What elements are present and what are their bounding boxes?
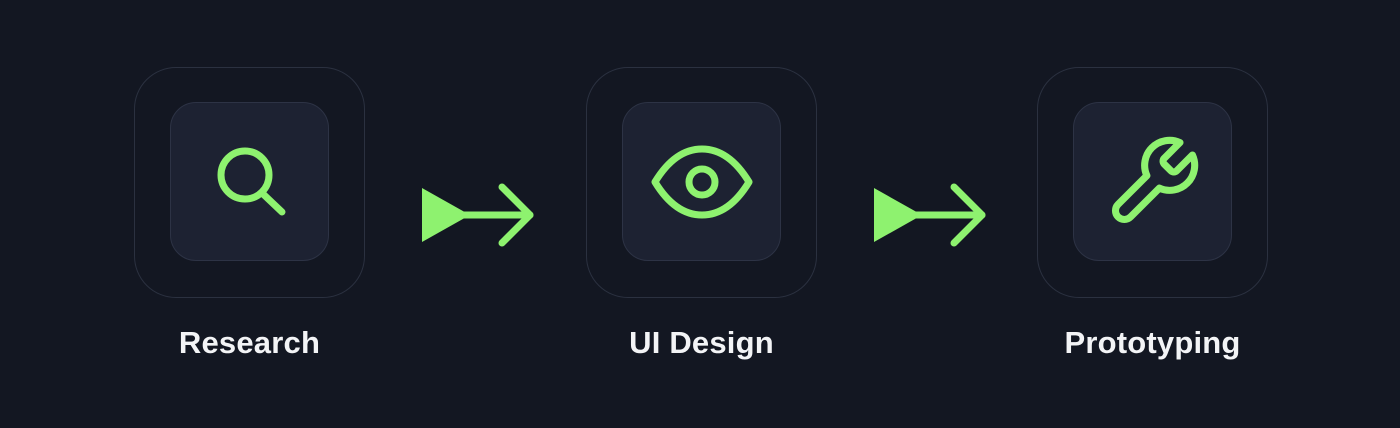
- step-label: Research: [178, 325, 321, 360]
- step-icon-tile: [170, 102, 329, 261]
- step-label: Prototyping: [1064, 325, 1241, 360]
- step-label: UI Design: [629, 325, 774, 360]
- arrow-right-icon: [874, 183, 986, 247]
- arrow-right-icon: [422, 183, 534, 247]
- eye-icon: [651, 145, 752, 218]
- step-outer-frame: [1037, 67, 1268, 298]
- step-outer-frame: [586, 67, 817, 298]
- step-icon-tile: [622, 102, 781, 261]
- step-icon-tile: [1073, 102, 1232, 261]
- search-icon: [217, 147, 285, 215]
- step-outer-frame: [134, 67, 365, 298]
- wrench-icon: [1111, 136, 1198, 223]
